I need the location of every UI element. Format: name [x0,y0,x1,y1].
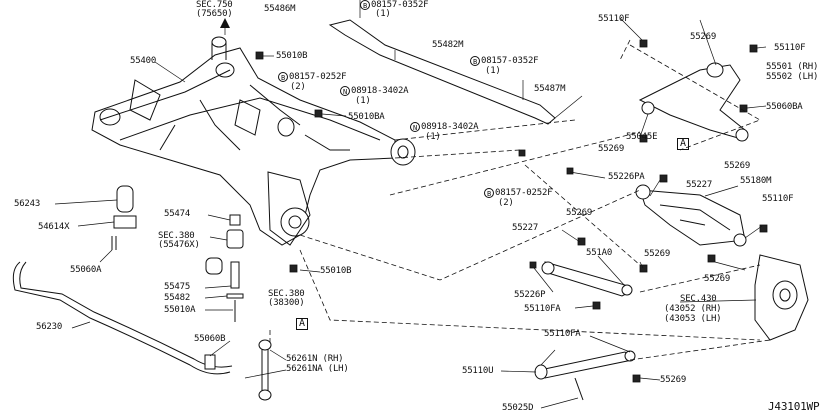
label-55010B-b: 55010B [320,266,352,276]
label-qty-1d: (1) [425,132,441,142]
label-56261NA-lh: 56261NA (LH) [286,364,349,374]
label-sec430: SEC.430 [680,294,717,304]
label-55025D: 55025D [502,403,534,413]
upper-arm [638,62,749,142]
label-55486M: 55486M [264,4,296,14]
label-qty-1a: (1) [375,9,391,19]
label-sec380-a: SEC.380 [158,231,195,241]
label-55475: 55475 [164,282,191,292]
bushing-and-clamp [111,185,137,250]
label-box-a1: A [677,138,689,150]
label-55180M: 55180M [740,176,772,186]
label-sec430-rh: (43052 (RH) [664,304,722,314]
label-55060BA: 55060BA [766,102,803,112]
lateral-links [534,261,636,380]
b-circle-icon: B [278,72,288,82]
label-55269-e: 55269 [644,249,671,259]
label-qty-1c: (1) [355,96,371,106]
subframe-crossmember [91,36,416,246]
label-qty-2b: (2) [498,198,514,208]
label-55269-a: 55269 [690,32,717,42]
label-55010B-a: 55010B [276,51,308,61]
label-55060A: 55060A [70,265,102,275]
lower-arm [635,184,747,247]
label-55269-g: 55269 [660,375,687,385]
mount-stack [205,214,244,322]
bolts-and-nuts [255,39,768,401]
label-55110FA-b: 55110FA [544,329,581,339]
diagram-id: J43101WP [768,400,820,413]
label-55110F-c: 55110F [762,194,794,204]
label-qty-2a: (2) [290,82,306,92]
label-55269-f: 55269 [704,274,731,284]
knuckle [754,254,809,341]
label-sec750: SEC.750 [196,0,233,10]
label-55010BA: 55010BA [348,112,385,122]
label-55269-d: 55269 [566,208,593,218]
label-55060B: 55060B [194,334,226,344]
label-55110F-a: 55110F [598,14,630,24]
label-box-a2: A [296,318,308,330]
label-55227-b: 55227 [512,223,539,233]
label-55400: 55400 [130,56,157,66]
label-55482: 55482 [164,293,191,303]
label-sec380-b-ref: (38300) [268,298,305,308]
label-55045E: 55045E [626,132,658,142]
label-55110U: 55110U [462,366,494,376]
label-55110FA-a: 55110FA [524,304,561,314]
b-circle-icon: B [484,188,494,198]
n-circle-icon: N [410,122,420,132]
label-56243: 56243 [14,199,41,209]
label-55010A: 55010A [164,305,196,315]
label-55226P: 55226P [514,290,546,300]
label-55269-b: 55269 [598,144,625,154]
label-sec430-lh: (43053 (LH) [664,314,722,324]
b-circle-icon: B [470,56,480,66]
label-54614X: 54614X [38,222,70,232]
label-55110F-b: 55110F [774,43,806,53]
dashed-guide-lines [269,39,771,361]
label-qty-1b: (1) [485,66,501,76]
label-56230: 56230 [36,322,63,332]
stabilizer-bar [12,261,272,401]
label-sec380-a-ref: (55476X) [158,240,200,250]
b-circle-icon: B [360,0,370,10]
label-sec380-b: SEC.380 [268,289,305,299]
label-sec750-ref: (75650) [196,9,233,19]
label-55474: 55474 [164,209,191,219]
label-55227-a: 55227 [686,180,713,190]
label-55487M: 55487M [534,84,566,94]
n-circle-icon: N [340,86,350,96]
label-55501-rh: 55501 (RH) [766,62,819,72]
label-56261N-rh: 56261N (RH) [286,354,344,364]
label-55269-c: 55269 [724,161,751,171]
label-55226PA: 55226PA [608,172,645,182]
label-55502-lh: 55502 (LH) [766,72,819,82]
label-551A0: 551A0 [586,248,613,258]
leader-lines [54,17,767,409]
label-55482M: 55482M [432,40,464,50]
